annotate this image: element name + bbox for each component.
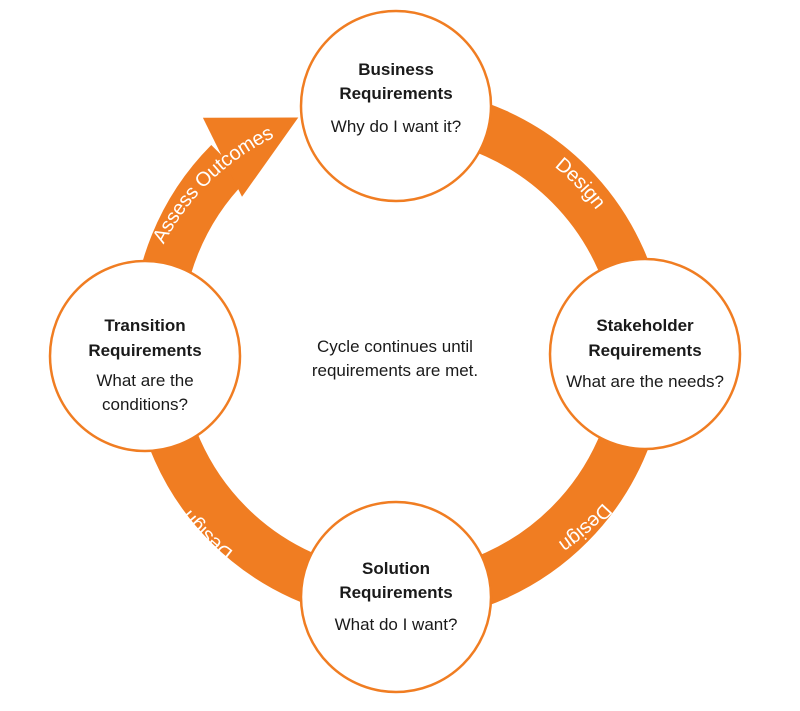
- node-transition-requirements: Transition Requirements What are the con…: [48, 259, 242, 453]
- center-note-line: Cycle continues until: [317, 337, 473, 356]
- node-circle: [299, 500, 493, 694]
- node-question: What do I want?: [335, 615, 458, 634]
- assess-outcomes-arrowhead: [202, 117, 299, 197]
- node-circle: [299, 9, 493, 203]
- node-title-line: Solution: [362, 559, 430, 578]
- center-note-line: requirements are met.: [312, 361, 478, 380]
- arc-label-assess-outcomes: Assess Outcomes: [149, 122, 277, 247]
- node-question: What are the: [96, 371, 193, 390]
- node-title-line: Transition: [104, 316, 185, 335]
- node-question: Why do I want it?: [331, 117, 461, 136]
- node-circle: [548, 257, 742, 451]
- node-title-line: Business: [358, 60, 434, 79]
- node-solution-requirements: Solution Requirements What do I want?: [299, 500, 493, 694]
- node-stakeholder-requirements: Stakeholder Requirements What are the ne…: [548, 257, 742, 451]
- node-question: conditions?: [102, 395, 188, 414]
- node-question: What are the needs?: [566, 372, 724, 391]
- node-title-line: Requirements: [588, 341, 701, 360]
- node-title-line: Requirements: [88, 341, 201, 360]
- node-business-requirements: Business Requirements Why do I want it?: [299, 9, 493, 203]
- node-title-line: Requirements: [339, 583, 452, 602]
- node-circle: [48, 259, 242, 453]
- node-title-line: Requirements: [339, 84, 452, 103]
- node-title-line: Stakeholder: [596, 316, 694, 335]
- center-note: Cycle continues until requirements are m…: [312, 337, 478, 380]
